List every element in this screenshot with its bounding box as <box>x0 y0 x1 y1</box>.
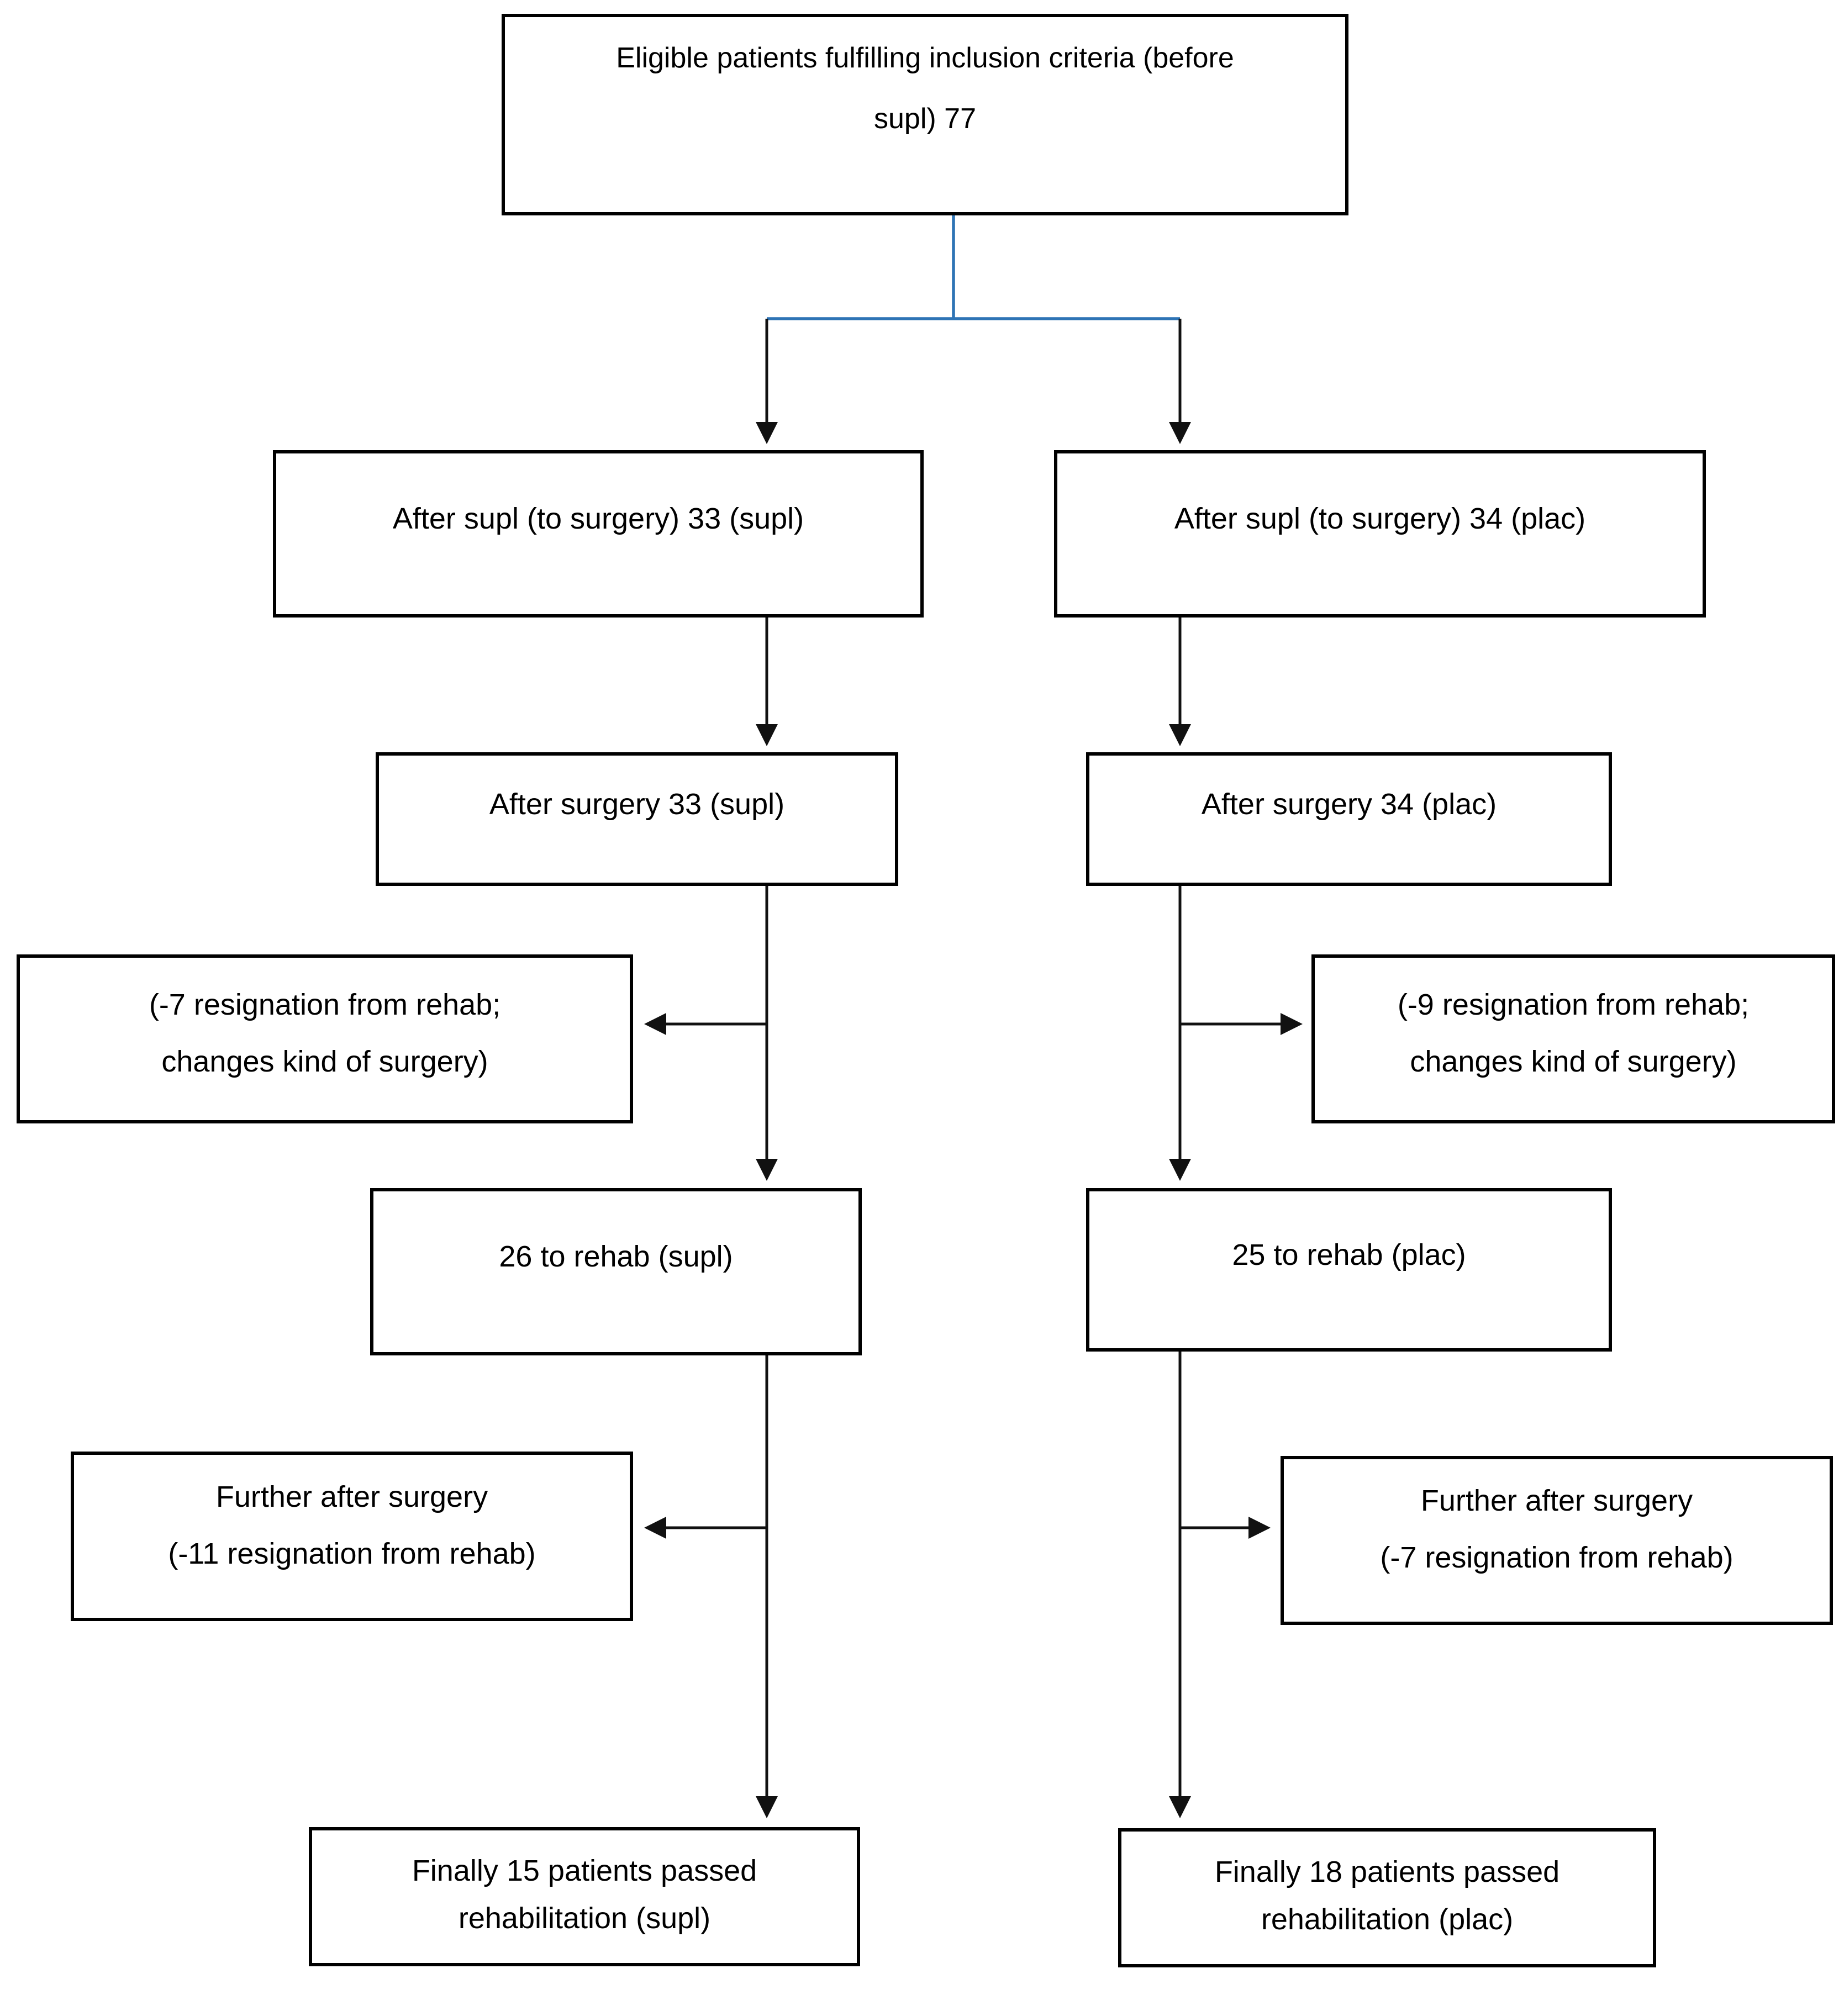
node-after-supl-plac: After supl (to surgery) 34 (plac) <box>1054 450 1706 618</box>
node-text-line: After supl (to surgery) 33 (supl) <box>392 502 804 536</box>
node-after-supl-supl: After supl (to surgery) 33 (supl) <box>273 450 924 618</box>
node-text-line: Further after surgery <box>215 1480 488 1513</box>
node-text-line: (-9 resignation from rehab; <box>1397 988 1750 1022</box>
node-text-line: After surgery 33 (supl) <box>489 787 785 821</box>
node-text-line: After surgery 34 (plac) <box>1201 787 1497 821</box>
black-connectors <box>644 319 1303 1818</box>
node-text-line: 25 to rehab (plac) <box>1232 1238 1466 1271</box>
node-text-line: (-11 resignation from rehab) <box>168 1537 536 1570</box>
node-text-line: (-7 resignation from rehab) <box>1380 1541 1734 1574</box>
node-eligible-patients: Eligible patients fulfilling inclusion c… <box>502 14 1348 215</box>
node-after-surgery-supl: After surgery 33 (supl) <box>376 752 898 886</box>
node-further-supl: Further after surgery (-11 resignation f… <box>71 1452 633 1621</box>
node-text-line: Eligible patients fulfilling inclusion c… <box>616 42 1234 75</box>
node-finally-supl: Finally 15 patients passed rehabilitatio… <box>309 1827 860 1966</box>
node-text-line: Further after surgery <box>1420 1484 1693 1518</box>
node-text-line: (-7 resignation from rehab; <box>149 988 501 1022</box>
node-resignation-supl: (-7 resignation from rehab; changes kind… <box>17 954 633 1123</box>
split-connector-blue <box>767 215 1180 320</box>
node-text-line: After supl (to surgery) 34 (plac) <box>1174 502 1586 536</box>
node-text-line: changes kind of surgery) <box>1410 1045 1737 1078</box>
node-finally-plac: Finally 18 patients passed rehabilitatio… <box>1118 1828 1656 1967</box>
node-resignation-plac: (-9 resignation from rehab; changes kind… <box>1311 954 1835 1123</box>
node-text-line: Finally 18 patients passed <box>1214 1855 1560 1888</box>
node-after-surgery-plac: After surgery 34 (plac) <box>1086 752 1612 886</box>
node-text-line: Finally 15 patients passed <box>412 1854 757 1887</box>
node-text-line: 26 to rehab (supl) <box>499 1240 733 1274</box>
node-to-rehab-supl: 26 to rehab (supl) <box>370 1188 862 1355</box>
node-further-plac: Further after surgery (-7 resignation fr… <box>1281 1456 1833 1625</box>
node-text-line: supl) 77 <box>874 102 976 135</box>
node-text-line: rehabilitation (plac) <box>1261 1903 1514 1936</box>
node-text-line: changes kind of surgery) <box>161 1045 488 1078</box>
node-text-line: rehabilitation (supl) <box>458 1902 711 1935</box>
node-to-rehab-plac: 25 to rehab (plac) <box>1086 1188 1612 1352</box>
